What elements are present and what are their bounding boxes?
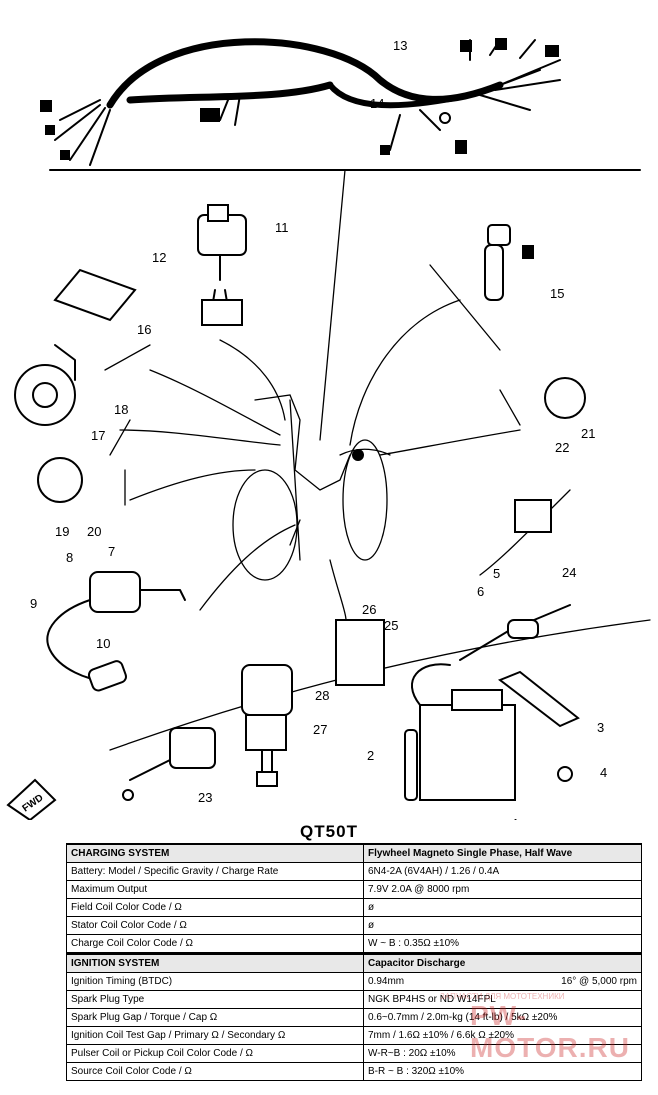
timing-mm: 0.94mm <box>368 976 405 987</box>
charging-system-heading: CHARGING SYSTEM <box>66 843 364 863</box>
callout-21: 21 <box>581 426 595 441</box>
callout-25: 25 <box>384 618 398 633</box>
callout-22: 22 <box>555 440 569 455</box>
wire-harness <box>40 38 641 171</box>
callout-3: 3 <box>597 720 604 735</box>
callout-23: 23 <box>198 790 212 805</box>
callout-11: 11 <box>275 220 289 235</box>
cover-plate-right <box>544 377 586 419</box>
spec-value: ø <box>363 898 642 917</box>
table-row: Stator Coil Color Code / Ω ø <box>66 916 642 935</box>
watermark: PW-MOTOR.RU <box>470 1000 630 1063</box>
battery-band <box>497 670 580 728</box>
spec-label: Source Coil Color Code / Ω <box>66 1062 364 1081</box>
rectifier-regulator <box>53 268 137 322</box>
ignition-coil <box>46 571 186 692</box>
flasher-relay <box>484 224 534 301</box>
table-row: Spark Plug Gap / Torque / Cap Ω 0.6~0.7m… <box>66 1008 642 1027</box>
callout-9: 9 <box>30 596 37 611</box>
callout-4: 4 <box>600 765 607 780</box>
callout-12: 12 <box>152 250 166 265</box>
callout-24: 24 <box>562 565 576 580</box>
charging-system-table: CHARGING SYSTEM Flywheel Magneto Single … <box>66 843 642 953</box>
spec-value: W ~ B : 0.35Ω ±10% <box>363 934 642 953</box>
ignition-system-heading: IGNITION SYSTEM <box>66 953 364 973</box>
spec-value: 6N4-2A (6V4AH) / 1.26 / 0.4A <box>363 862 642 881</box>
callout-20: 20 <box>87 524 101 539</box>
table-header: IGNITION SYSTEM Capacitor Discharge <box>66 953 642 973</box>
cover-plate-left <box>37 457 83 503</box>
table-row: Source Coil Color Code / Ω B-R ~ B : 320… <box>66 1062 642 1081</box>
callout-labels: 1 2 3 4 5 6 7 8 9 10 11 12 13 14 15 16 1… <box>30 38 607 820</box>
table-row: Ignition Timing (BTDC) 0.94mm 16° @ 5,000… <box>66 972 642 991</box>
ignition-system-type: Capacitor Discharge <box>363 953 642 973</box>
callout-13: 13 <box>393 38 407 53</box>
callout-28: 28 <box>315 688 329 703</box>
spec-label: Ignition Timing (BTDC) <box>66 972 364 991</box>
spec-label: Stator Coil Color Code / Ω <box>66 916 364 935</box>
table-header: CHARGING SYSTEM Flywheel Magneto Single … <box>66 843 642 863</box>
timing-rpm: 16° @ 5,000 rpm <box>561 976 637 987</box>
spec-value: B-R ~ B : 320Ω ±10% <box>363 1062 642 1081</box>
wiring-parts-diagram: FWD 1 2 3 4 5 6 7 8 9 10 11 12 13 14 15 … <box>6 38 651 820</box>
callout-1: 1 <box>512 816 519 820</box>
table-row: Charge Coil Color Code / Ω W ~ B : 0.35Ω… <box>66 934 642 953</box>
spec-label: Spark Plug Gap / Torque / Cap Ω <box>66 1008 364 1027</box>
callout-16: 16 <box>137 322 151 337</box>
battery <box>404 663 516 801</box>
callout-17: 17 <box>91 428 105 443</box>
table-row: Battery: Model / Specific Gravity / Char… <box>66 862 642 881</box>
leader-lines <box>104 169 651 751</box>
main-switch <box>197 204 247 326</box>
spec-label: Battery: Model / Specific Gravity / Char… <box>66 862 364 881</box>
callout-18: 18 <box>114 402 128 417</box>
table-row: Maximum Output 7.9V 2.0A @ 8000 rpm <box>66 880 642 899</box>
spec-value: ø <box>363 916 642 935</box>
fuse-holder <box>459 604 571 661</box>
spec-label: Maximum Output <box>66 880 364 899</box>
callout-10: 10 <box>96 636 110 651</box>
ignition-system-table: IGNITION SYSTEM Capacitor Discharge Igni… <box>66 953 642 1081</box>
cdi-unit <box>335 619 385 686</box>
spec-label: Charge Coil Color Code / Ω <box>66 934 364 953</box>
callout-27: 27 <box>313 722 327 737</box>
condenser <box>514 499 552 533</box>
callout-15: 15 <box>550 286 564 301</box>
spec-value: 7.9V 2.0A @ 8000 rpm <box>363 880 642 899</box>
callout-2: 2 <box>367 748 374 763</box>
callout-5: 5 <box>493 566 500 581</box>
pickup-coil <box>122 727 216 801</box>
callout-14: 14 <box>370 96 384 111</box>
fwd-arrow: FWD <box>6 778 57 820</box>
spec-label: Spark Plug Type <box>66 990 364 1009</box>
model-title: QT50T <box>300 822 358 841</box>
table-row: Pulser Coil or Pickup Coil Color Code / … <box>66 1044 642 1063</box>
callout-26: 26 <box>362 602 376 617</box>
battery-bolt <box>557 766 573 782</box>
charging-system-type: Flywheel Magneto Single Phase, Half Wave <box>363 843 642 863</box>
callout-19: 19 <box>55 524 69 539</box>
horn <box>14 344 76 426</box>
callout-8: 8 <box>66 550 73 565</box>
spec-label: Field Coil Color Code / Ω <box>66 898 364 917</box>
spec-label: Pulser Coil or Pickup Coil Color Code / … <box>66 1044 364 1063</box>
callout-6: 6 <box>477 584 484 599</box>
spec-label: Ignition Coil Test Gap / Primary Ω / Sec… <box>66 1026 364 1045</box>
spec-value: 0.94mm 16° @ 5,000 rpm <box>363 972 642 991</box>
table-row: Field Coil Color Code / Ω ø <box>66 898 642 917</box>
table-row: Spark Plug Type NGK BP4HS or ND W14FPL <box>66 990 642 1009</box>
starter-relay <box>241 664 293 787</box>
watermark-subtext: ЗАПЧАСТИ ДЛЯ МОТОТЕХНИКИ <box>440 992 565 1001</box>
callout-7: 7 <box>108 544 115 559</box>
